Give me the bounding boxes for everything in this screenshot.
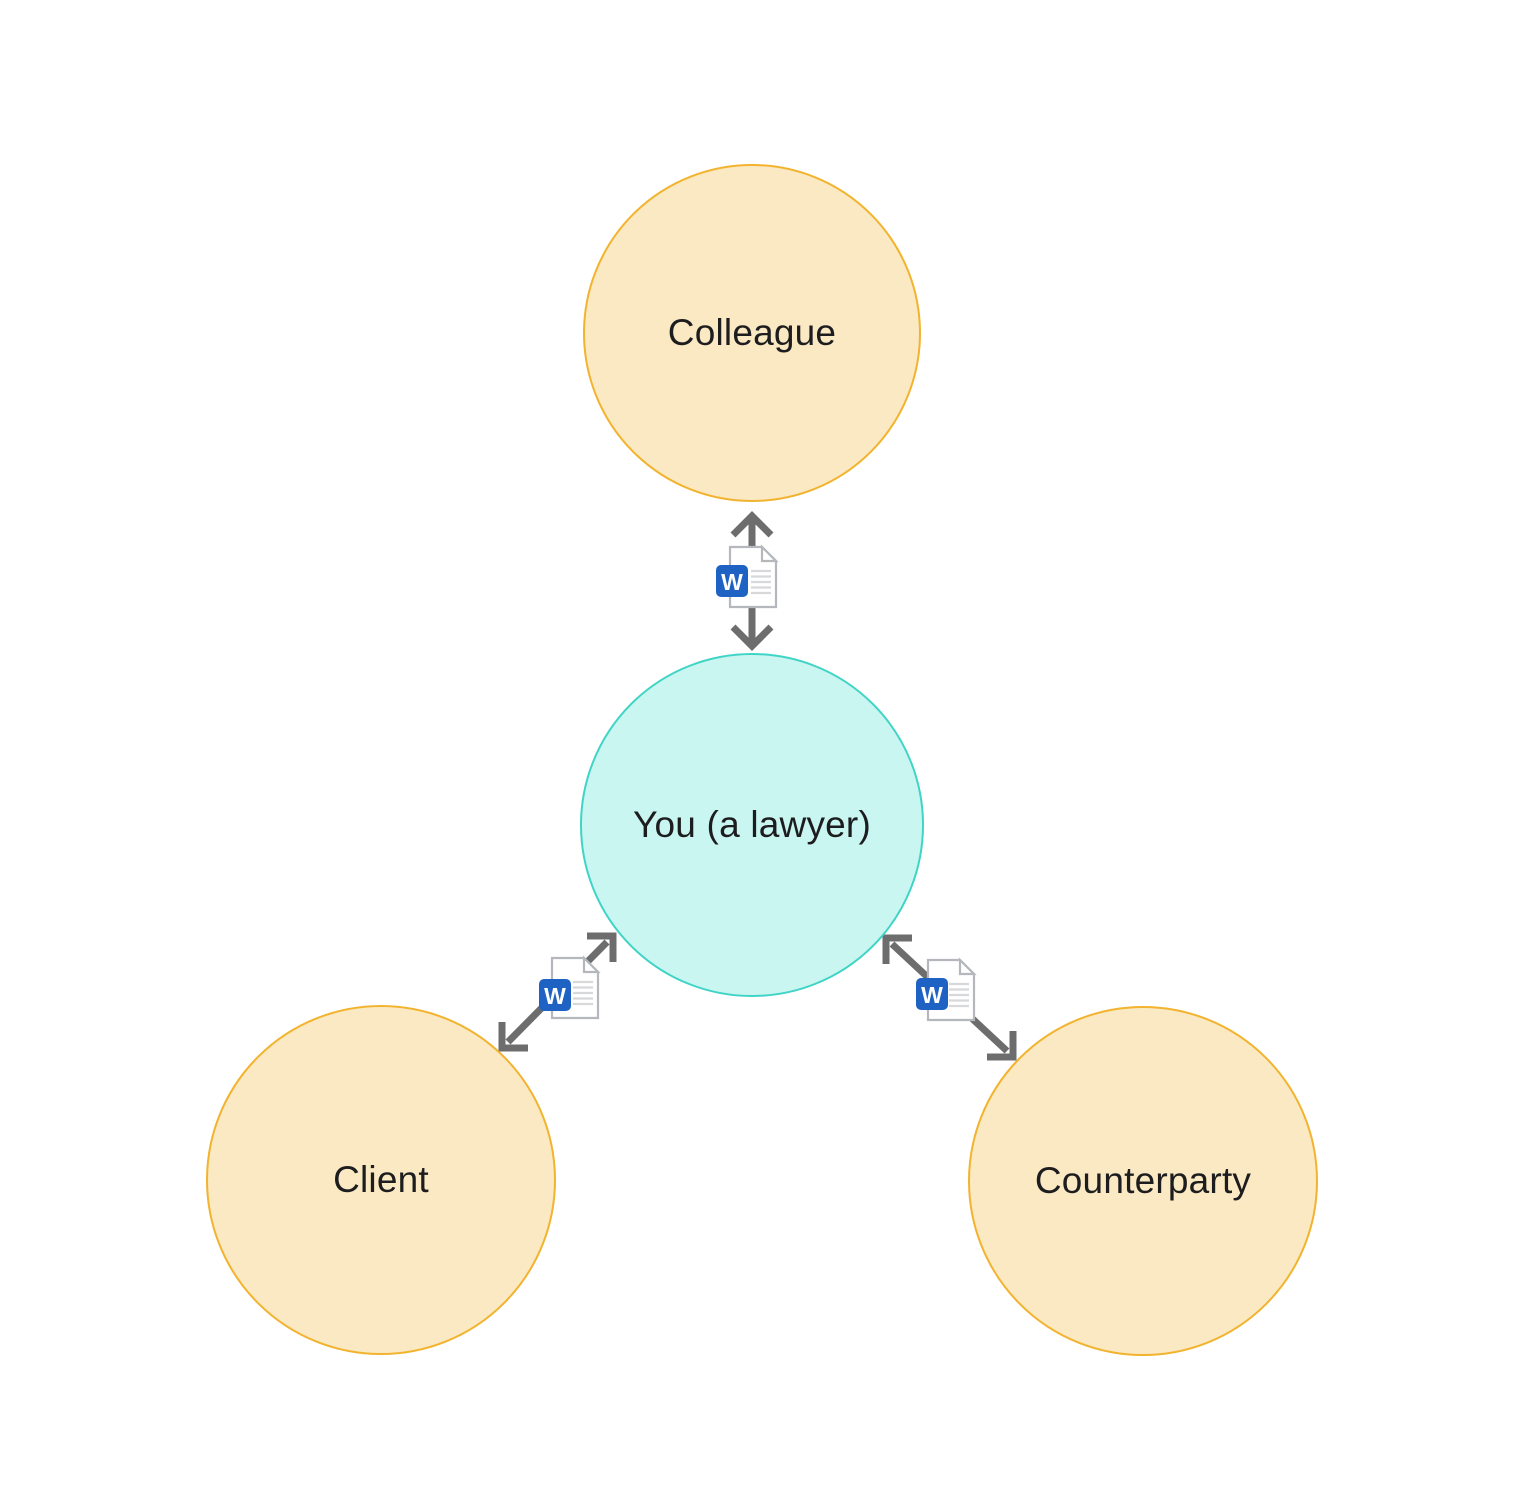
node-label: Counterparty bbox=[1034, 1160, 1252, 1201]
word-document-icon: W bbox=[539, 955, 601, 1020]
arrowhead-down bbox=[730, 624, 774, 651]
doc-text-lines bbox=[751, 569, 771, 595]
arrowhead-lower-right bbox=[987, 1031, 1017, 1061]
arrowhead-lower-left bbox=[498, 1022, 528, 1052]
node-you: You (a lawyer) bbox=[580, 653, 924, 997]
word-letter: W bbox=[544, 983, 566, 1009]
doc-corner-fold bbox=[760, 544, 779, 563]
word-badge bbox=[916, 978, 948, 1010]
doc-text-lines bbox=[573, 980, 593, 1006]
arrowhead-up bbox=[730, 511, 774, 538]
node-colleague: Colleague bbox=[583, 164, 921, 502]
node-label: Client bbox=[333, 1159, 429, 1200]
node-counterparty: Counterparty bbox=[968, 1006, 1318, 1356]
word-badge bbox=[539, 979, 571, 1011]
node-label: You (a lawyer) bbox=[633, 804, 871, 845]
arrowhead-upper-right bbox=[587, 932, 617, 962]
doc-corner-fold bbox=[582, 955, 601, 974]
doc-text-lines bbox=[949, 982, 969, 1008]
arrowhead-upper-left bbox=[882, 934, 912, 964]
node-label: Colleague bbox=[667, 312, 837, 353]
word-letter: W bbox=[721, 569, 743, 595]
word-letter: W bbox=[921, 982, 943, 1008]
doc-corner-fold bbox=[958, 957, 977, 976]
word-document-icon: W bbox=[916, 957, 977, 1022]
word-document-icon: W bbox=[716, 544, 779, 609]
word-badge bbox=[716, 565, 748, 597]
node-client: Client bbox=[206, 1005, 556, 1355]
